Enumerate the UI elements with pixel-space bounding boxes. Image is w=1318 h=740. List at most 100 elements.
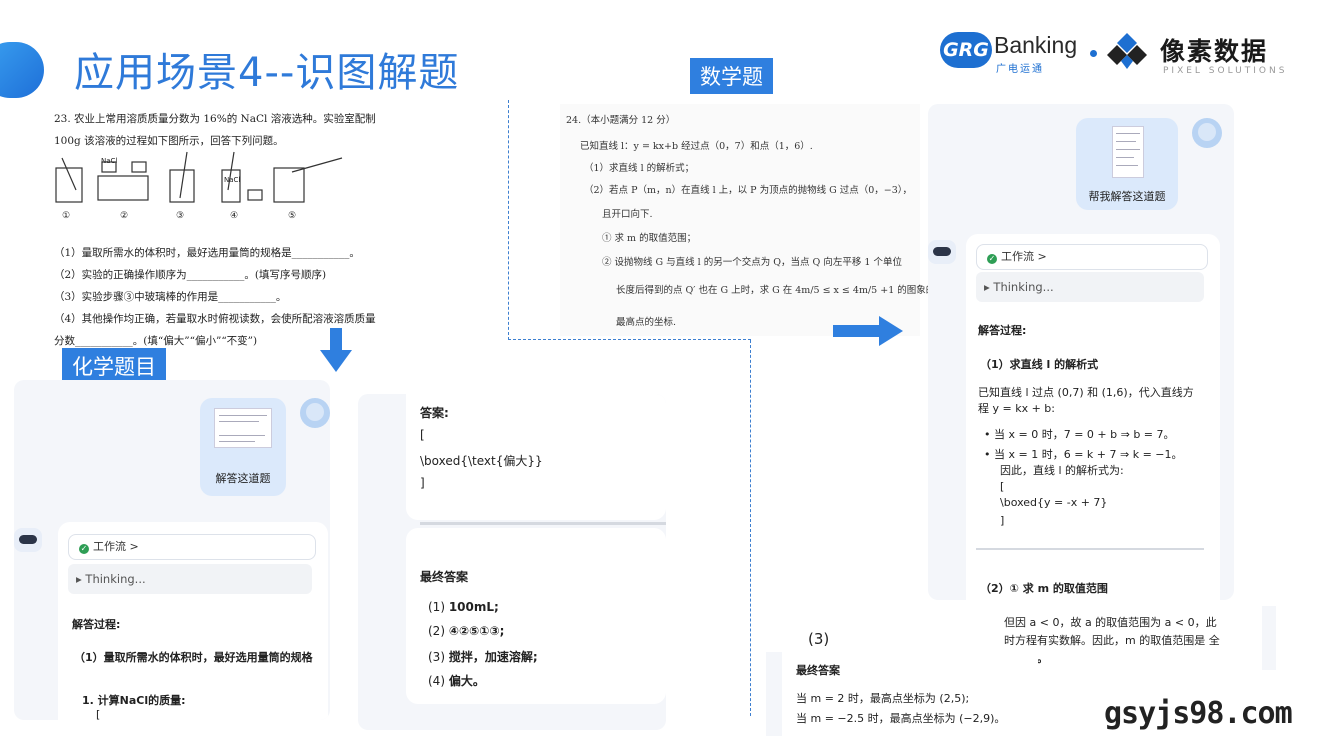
math-line: 已知直线 l：y = kx+b 经过点（0，7）和点（1，6）.: [580, 141, 813, 152]
chemistry-problem: 23. 农业上常用溶质质量分数为 16%的 NaCl 溶液选种。实验室配制 10…: [54, 108, 404, 352]
answer-text: 已知直线 l 过点 (0,7) 和 (1,6)，代入直线方: [978, 386, 1194, 399]
answer-substep-cont: [: [96, 708, 101, 720]
figure-label: ②: [120, 211, 129, 221]
math-line: 24.（本小题满分 12 分）: [566, 115, 676, 126]
check-icon: ✓: [79, 544, 89, 554]
figure-text: NaCl: [101, 157, 118, 165]
math-dashed-connector: [750, 340, 751, 716]
math-line: （1）求直线 l 的解析式；: [584, 163, 695, 174]
answer-bracket-close: ]: [1000, 514, 1005, 527]
user-message-text: 帮我解答这道题: [1088, 190, 1166, 203]
answer-bracket-open: [: [1000, 480, 1005, 493]
math-line: 最高点的坐标.: [616, 317, 677, 328]
thinking-toggle[interactable]: ▸ Thinking...: [976, 272, 1204, 302]
answer-bracket-open: [: [420, 428, 425, 442]
chem-tag: 化学题目: [62, 348, 166, 384]
bot-avatar-icon: [928, 240, 956, 264]
answer-heading: 解答过程:: [72, 618, 121, 631]
answer-text: 程 y = kx + b:: [978, 402, 1055, 415]
math-problem: 24.（本小题满分 12 分） 已知直线 l：y = kx+b 经过点（0，7）…: [560, 104, 935, 336]
user-message-bubble: 解答这道题: [200, 398, 286, 496]
chem-chat-panel: 解答这道题 ✓工作流 > ▸ Thinking... 解答过程: （1）量取所需…: [14, 380, 330, 720]
math-line: ② 设抛物线 G 与直线 l 的另一个交点为 Q，当点 Q 向左平移 1 个单位: [602, 257, 902, 268]
math-range-answer-panel: 但因 a < 0，故 a 的取值范围为 a < 0，此 时方程有实数解。因此，m…: [994, 606, 1276, 670]
answer-step-title: （2）① 求 m 的取值范围: [980, 582, 1108, 595]
range-answer-card: 但因 a < 0，故 a 的取值范围为 a < 0，此 时方程有实数解。因此，m…: [994, 606, 1262, 670]
figure-label: ④: [230, 211, 239, 221]
answer-step-title: （1）求直线 l 的解析式: [980, 358, 1099, 371]
final-answer-card: 最终答案 (1) 100mL; (2) ④②⑤①③; (3) 搅拌，加速溶解; …: [406, 528, 666, 704]
answer-bracket-close: ]: [420, 476, 425, 490]
divider: [976, 548, 1204, 550]
final-answer-card: 最终答案 当 m = 2 时，最高点坐标为 (2,5); 当 m = −2.5 …: [782, 652, 1038, 736]
math-line: 且开口向下.: [602, 209, 653, 220]
chem-line: （1）量取所需水的体积时，最好选用量筒的规格是___________。: [54, 247, 360, 259]
pixel-solutions-english-name: PIXEL SOLUTIONS: [1163, 66, 1288, 76]
final-answer-item: 当 m = −2.5 时，最高点坐标为 (−2,9)。: [796, 712, 1006, 725]
math-line: 长度后得到的点 Q′ 也在 G 上时，求 G 在 4m/5 ≤ x ≤ 4m/5…: [616, 285, 936, 296]
figure-label: ①: [62, 211, 71, 221]
answer-boxed: \boxed{\text{偏大}}: [420, 454, 543, 468]
user-avatar: [300, 398, 330, 428]
grg-logo: GRG: [940, 32, 992, 68]
bot-response-card: ✓工作流 > ▸ Thinking... 解答过程: （1）求直线 l 的解析式…: [966, 234, 1220, 600]
chem-line: 分数___________。(填“偏大”“偏小”“不变”): [54, 335, 258, 347]
thinking-toggle[interactable]: ▸ Thinking...: [68, 564, 312, 594]
bot-avatar-icon: [14, 528, 42, 552]
answer-bullet: • 当 x = 0 时，7 = 0 + b ⇒ b = 7。: [984, 428, 1175, 441]
chem-apparatus-figure: [55, 151, 343, 203]
check-icon: ✓: [987, 254, 997, 264]
final-answer-item: (3) 搅拌，加速溶解;: [428, 650, 538, 664]
chem-answer-panel: 答案: [ \boxed{\text{偏大}} ] 最终答案 (1) 100mL…: [358, 394, 666, 730]
divider: [420, 522, 666, 525]
answer-label: 答案:: [420, 406, 449, 420]
math-line: （2）若点 P（m，n）在直线 l 上，以 P 为顶点的抛物线 G 过点（0，−…: [584, 185, 913, 196]
final-answer-heading: 最终答案: [420, 570, 469, 584]
figure-text: NaCl: [224, 176, 241, 184]
answer-text: 时方程有实数解。因此，m 的取值范围是 全: [1004, 634, 1220, 647]
page-title: 应用场景4--识图解题: [74, 50, 460, 96]
user-message-text: 解答这道题: [215, 472, 271, 485]
final-answer-heading: 最终答案: [796, 664, 840, 677]
question-thumbnail: [1112, 126, 1144, 178]
math-final-answer-panel: 最终答案 当 m = 2 时，最高点坐标为 (2,5); 当 m = −2.5 …: [766, 652, 1038, 736]
part-label: (3): [808, 630, 830, 648]
grg-banking-wordmark: Banking: [994, 32, 1078, 58]
answer-bullet: • 当 x = 1 时，6 = k + 7 ⇒ k = −1。: [984, 448, 1183, 461]
answer-heading: 解答过程:: [978, 324, 1027, 337]
math-line: ① 求 m 的取值范围；: [602, 233, 697, 244]
chem-line: （4）其他操作均正确，若量取水时俯视读数，会使所配溶液溶质质量: [54, 313, 376, 325]
title-accent-pill: [0, 42, 44, 98]
chem-line: 23. 农业上常用溶质质量分数为 16%的 NaCl 溶液选种。实验室配制: [54, 113, 376, 125]
grg-chinese-name: 广电运通: [996, 64, 1044, 75]
final-answer-item: (4) 偏大。: [428, 674, 485, 688]
math-tag: 数学题: [690, 58, 773, 94]
answer-box-card: 答案: [ \boxed{\text{偏大}} ]: [406, 394, 666, 520]
figure-label: ③: [176, 211, 185, 221]
pixel-solutions-logo-icon: [1107, 33, 1147, 69]
answer-substep: 1. 计算NaCl的质量:: [82, 694, 186, 707]
final-answer-item: (2) ④②⑤①③;: [428, 624, 505, 638]
question-thumbnail: [214, 408, 272, 448]
answer-step-title: （1）量取所需水的体积时，最好选用量筒的规格: [74, 651, 313, 664]
answer-text: 但因 a < 0，故 a 的取值范围为 a < 0，此: [1004, 616, 1217, 629]
chem-line: （2）实验的正确操作顺序为___________。(填写序号顺序): [54, 269, 327, 281]
user-avatar: [1192, 118, 1222, 148]
figure-label: ⑤: [288, 211, 297, 221]
answer-text: 因此，直线 l 的解析式为:: [1000, 464, 1124, 477]
pixel-solutions-chinese-name: 像素数据: [1160, 37, 1269, 66]
bot-response-card: ✓工作流 > ▸ Thinking... 解答过程: （1）量取所需水的体积时，…: [58, 522, 328, 720]
workflow-toggle[interactable]: ✓工作流 >: [976, 244, 1208, 270]
final-answer-item: (1) 100mL;: [428, 600, 499, 614]
user-message-bubble: 帮我解答这道题: [1076, 118, 1178, 210]
chem-line: （3）实验步骤③中玻璃棒的作用是___________。: [54, 291, 287, 303]
arrow-right-icon: [833, 316, 903, 346]
math-dashed-outline: [508, 100, 751, 340]
math-chat-panel: 帮我解答这道题 ✓工作流 > ▸ Thinking... 解答过程: （1）求直…: [928, 104, 1234, 600]
final-answer-item: 当 m = 2 时，最高点坐标为 (2,5);: [796, 692, 970, 705]
workflow-toggle[interactable]: ✓工作流 >: [68, 534, 316, 560]
chem-line: 100g 该溶液的过程如下图所示，回答下列问题。: [54, 135, 284, 147]
brand-separator-dot: [1090, 50, 1097, 57]
watermark: gsyjs98.com: [1104, 696, 1293, 731]
answer-boxed: \boxed{y = -x + 7}: [1000, 496, 1108, 509]
